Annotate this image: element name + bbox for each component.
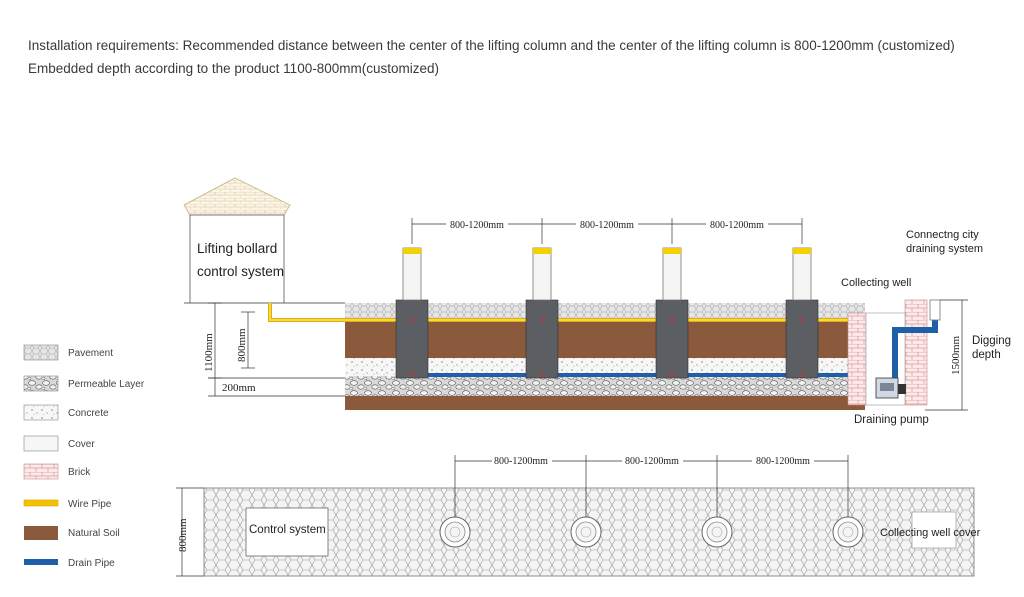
pavement-layer xyxy=(345,303,865,320)
well-wall-left xyxy=(847,312,867,406)
house-roof xyxy=(183,177,291,216)
column-1 xyxy=(395,247,429,379)
draining-pump-label: Draining pump xyxy=(854,414,929,426)
plan-dim-800: 800mm xyxy=(177,518,189,552)
plan-control-label: Control system xyxy=(249,524,326,536)
section-spacing-3: 800-1200mm xyxy=(710,220,764,231)
concrete-layer xyxy=(345,358,865,376)
section-spacing-dims xyxy=(411,218,803,244)
plan-spacing-2: 800-1200mm xyxy=(625,456,679,467)
wire-pipe-swatch-icon xyxy=(23,499,59,507)
digging-depth-dim xyxy=(925,299,968,411)
plan-bollard-2 xyxy=(570,516,602,548)
city-drain-label-1: Connectng city xyxy=(906,229,979,241)
bollard-1-band xyxy=(403,248,421,254)
bollard-3-band xyxy=(663,248,681,254)
plan-bollard-1 xyxy=(439,516,471,548)
well-wall-right xyxy=(904,299,928,406)
legend: Pavement Permeable Layer Concrete Cover … xyxy=(23,344,145,569)
dim-1500: 1500mm xyxy=(950,335,962,375)
digging-depth-label-2: depth xyxy=(972,349,1001,361)
column-1-body xyxy=(395,299,429,379)
legend-label-brick: Brick xyxy=(68,467,91,478)
dim-200: 200mm xyxy=(222,382,256,394)
bollard-1 xyxy=(402,247,422,301)
brick-swatch-icon xyxy=(23,463,59,480)
bollard-3 xyxy=(662,247,682,301)
legend-label-permeable: Permeable Layer xyxy=(68,379,145,390)
plan-spacing-1: 800-1200mm xyxy=(494,456,548,467)
pavement-swatch-icon xyxy=(23,344,59,361)
drain-riser xyxy=(892,317,938,392)
section-spacing-1: 800-1200mm xyxy=(450,220,504,231)
plan-depth-dim xyxy=(176,487,204,577)
soil-layer-upper xyxy=(345,320,865,358)
column-3 xyxy=(655,247,689,379)
depth-dims xyxy=(208,302,345,397)
soil-swatch-icon xyxy=(24,526,58,540)
legend-label-concrete: Concrete xyxy=(68,408,109,419)
legend-label-drain-pipe: Drain Pipe xyxy=(68,558,115,569)
bollard-4-band xyxy=(793,248,811,254)
section-spacing-2: 800-1200mm xyxy=(580,220,634,231)
control-house: Lifting bollard control system xyxy=(183,177,291,304)
intro-line-2: Embedded depth according to the product … xyxy=(28,61,439,76)
city-drain-label-2: draining system xyxy=(906,243,983,255)
bollard-2-band xyxy=(533,248,551,254)
collecting-well-label: Collecting well xyxy=(841,277,911,289)
plan-well-cover xyxy=(911,511,957,549)
column-2 xyxy=(525,247,559,379)
legend-label-natural-soil: Natural Soil xyxy=(68,528,120,539)
plan-control-box xyxy=(245,507,329,557)
bollard-4 xyxy=(792,247,812,301)
intro-line-1: Installation requirements: Recommended d… xyxy=(28,38,955,53)
plan-bollard-3 xyxy=(701,516,733,548)
house-label-2: control system xyxy=(197,264,284,279)
column-3-body xyxy=(655,299,689,379)
column-4-body xyxy=(785,299,819,379)
city-drain-outlet xyxy=(929,299,941,321)
plan-spacing-3: 800-1200mm xyxy=(756,456,810,467)
plan-spacing-dims xyxy=(454,455,849,517)
digging-depth-label-1: Digging xyxy=(972,335,1011,347)
soil-layer-lower xyxy=(345,396,865,410)
house-label-1: Lifting bollard xyxy=(197,241,277,256)
dim-1100: 1100mm xyxy=(203,333,215,372)
dim-800-section: 800mm xyxy=(236,328,248,362)
column-2-body xyxy=(525,299,559,379)
column-4 xyxy=(785,247,819,379)
intro-text: Installation requirements: Recommended d… xyxy=(28,34,1018,80)
cover-swatch-icon xyxy=(23,435,59,452)
legend-label-wire-pipe: Wire Pipe xyxy=(68,499,112,510)
bollard-2 xyxy=(532,247,552,301)
concrete-swatch-icon xyxy=(23,404,59,421)
legend-label-cover: Cover xyxy=(68,439,95,450)
draining-pump-icon xyxy=(875,377,906,399)
drain-pipe-swatch-icon xyxy=(24,559,58,565)
legend-label-pavement: Pavement xyxy=(68,348,113,359)
house-body xyxy=(189,214,285,304)
permeable-swatch-icon xyxy=(23,375,59,392)
plan-bollard-4 xyxy=(832,516,864,548)
plan-well-cover-label: Collecting well cover xyxy=(880,527,981,539)
permeable-layer xyxy=(345,376,865,396)
